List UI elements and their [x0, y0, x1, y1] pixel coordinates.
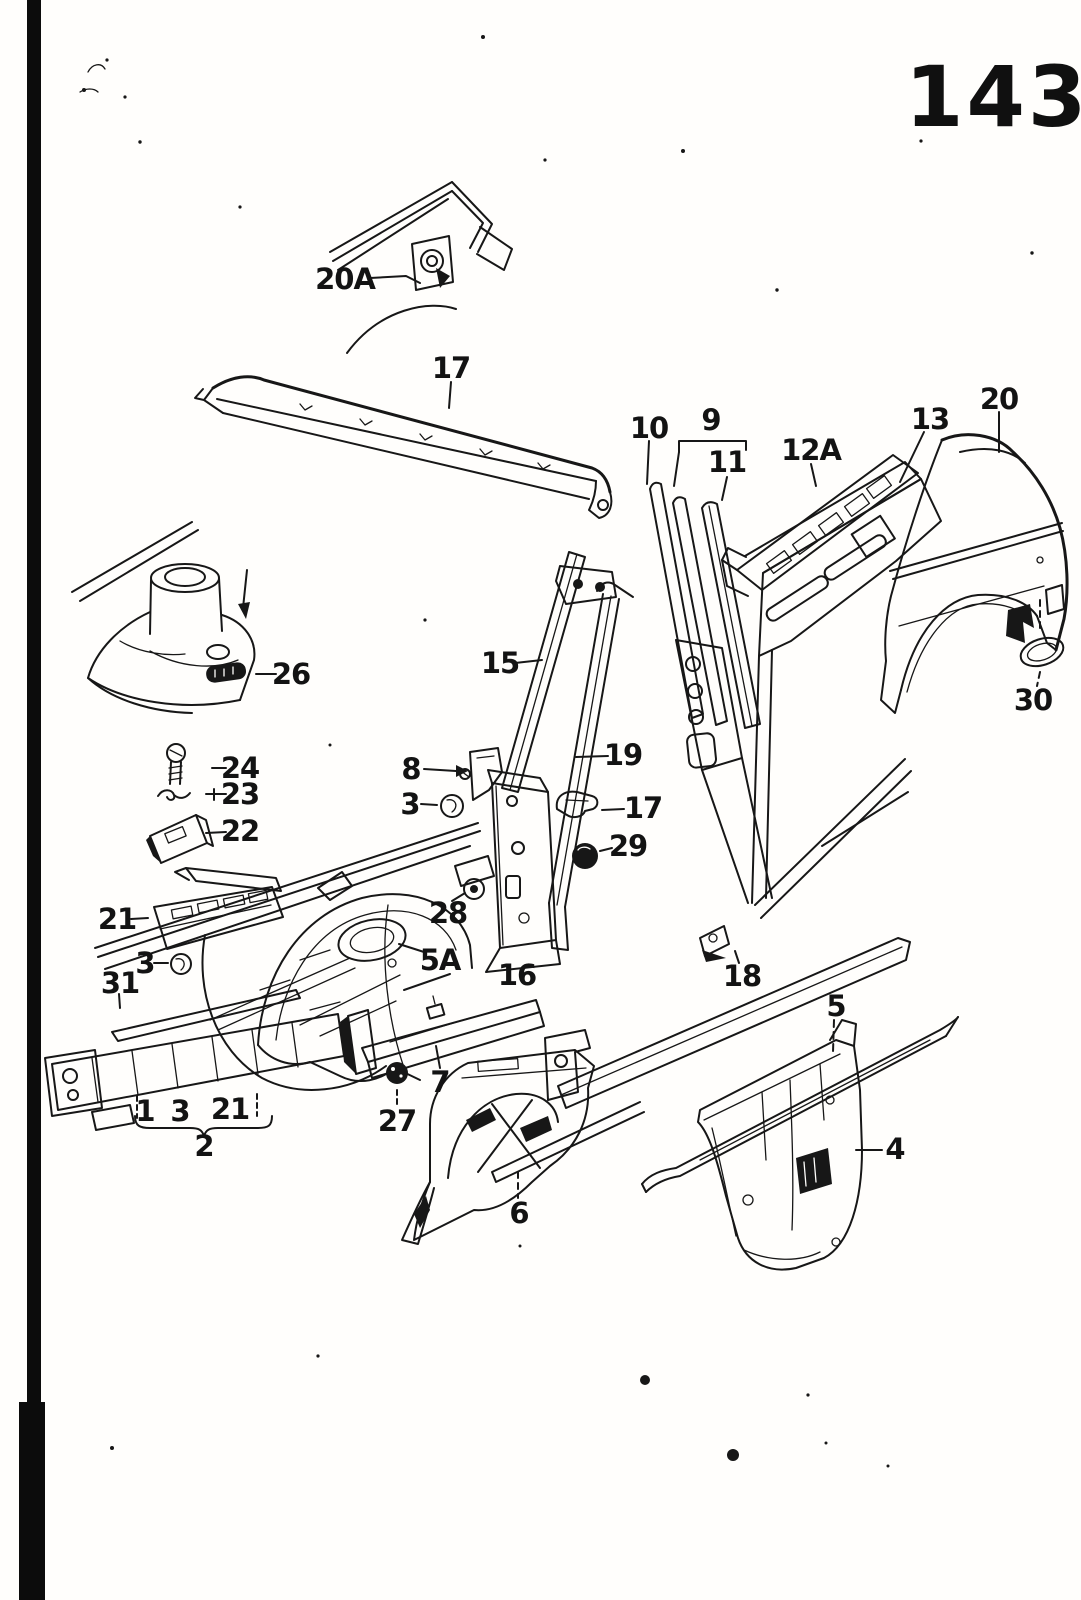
- callout-2: 2: [194, 1129, 214, 1163]
- clip-23: [158, 790, 190, 800]
- callout-6: 6: [509, 1196, 529, 1230]
- callout-3b: 3: [135, 946, 155, 980]
- callout-9: 9: [701, 403, 721, 437]
- wheel-house-panel-4: [698, 1020, 862, 1270]
- group-brace: [135, 1116, 272, 1136]
- callout-17-top: 17: [431, 351, 471, 385]
- callout-10: 10: [629, 411, 669, 445]
- grommet-3b: [171, 954, 191, 974]
- callout-26: 26: [271, 657, 311, 691]
- callout-29: 29: [608, 829, 648, 863]
- callout-3c: 3: [170, 1094, 190, 1128]
- frame-rail-assembly: [45, 1014, 344, 1130]
- callout-17b: 17: [623, 791, 663, 825]
- grommet-29: [572, 843, 598, 869]
- scan-specks: [80, 35, 1034, 1468]
- inner-panel-6: [402, 1050, 594, 1244]
- callout-1: 1: [135, 1094, 155, 1128]
- b-pillar-strips: [650, 483, 772, 903]
- oval-plug-30: [1017, 633, 1067, 671]
- inner-member-12A: [722, 455, 918, 596]
- apron-rails: [95, 823, 480, 1036]
- nut-28: [464, 879, 484, 899]
- callout-15: 15: [480, 646, 520, 680]
- callout-16: 16: [497, 958, 537, 992]
- callout-22: 22: [220, 814, 260, 848]
- a-pillar-inner-19: [549, 583, 633, 950]
- page-number: 143: [905, 48, 1081, 146]
- drip-rail: [195, 377, 611, 518]
- callout-24: 24: [220, 751, 260, 785]
- callout-19: 19: [603, 738, 643, 772]
- callout-13: 13: [910, 402, 950, 436]
- rear-quarter-panel-20: [881, 435, 1067, 713]
- callout-20A: 20A: [315, 262, 376, 296]
- clip-20A: [412, 236, 453, 290]
- hinge-pillar-16: [486, 770, 560, 972]
- callout-5: 5: [826, 989, 846, 1023]
- callout-18: 18: [722, 959, 762, 993]
- binding-bar: [27, 0, 41, 1600]
- screw-24: [167, 744, 185, 784]
- callout-28: 28: [428, 896, 468, 930]
- grommet-27: [386, 1062, 408, 1084]
- callout-20: 20: [979, 382, 1019, 416]
- callout-7: 7: [430, 1065, 450, 1099]
- fuel-filler-area: [72, 522, 254, 713]
- callout-27: 27: [377, 1104, 417, 1138]
- leader-lines: [119, 276, 1040, 1198]
- bracket-22: [146, 815, 213, 863]
- callout-30: 30: [1013, 683, 1053, 717]
- callout-4: 4: [885, 1132, 905, 1166]
- callout-3a: 3: [400, 787, 420, 821]
- strip-31: [112, 990, 300, 1041]
- roof-corner-piece: [330, 182, 512, 353]
- callout-11: 11: [707, 445, 747, 479]
- callout-5A: 5A: [419, 943, 462, 977]
- binding-bar-bottom: [19, 1402, 45, 1600]
- callout-31: 31: [100, 966, 140, 1000]
- callout-12A: 12A: [781, 433, 842, 467]
- bracket-7: [340, 996, 544, 1078]
- strip-5: [642, 1017, 958, 1192]
- callout-23: 23: [220, 777, 260, 811]
- callout-21-left: 21: [97, 902, 137, 936]
- inner-quarter-assembly-13: [745, 462, 941, 918]
- wheel-housing-5A: [202, 856, 494, 1090]
- clip-17b: [557, 792, 598, 817]
- grommet-3a: [441, 795, 463, 817]
- callout-8: 8: [401, 752, 421, 786]
- callout-21b: 21: [210, 1092, 250, 1126]
